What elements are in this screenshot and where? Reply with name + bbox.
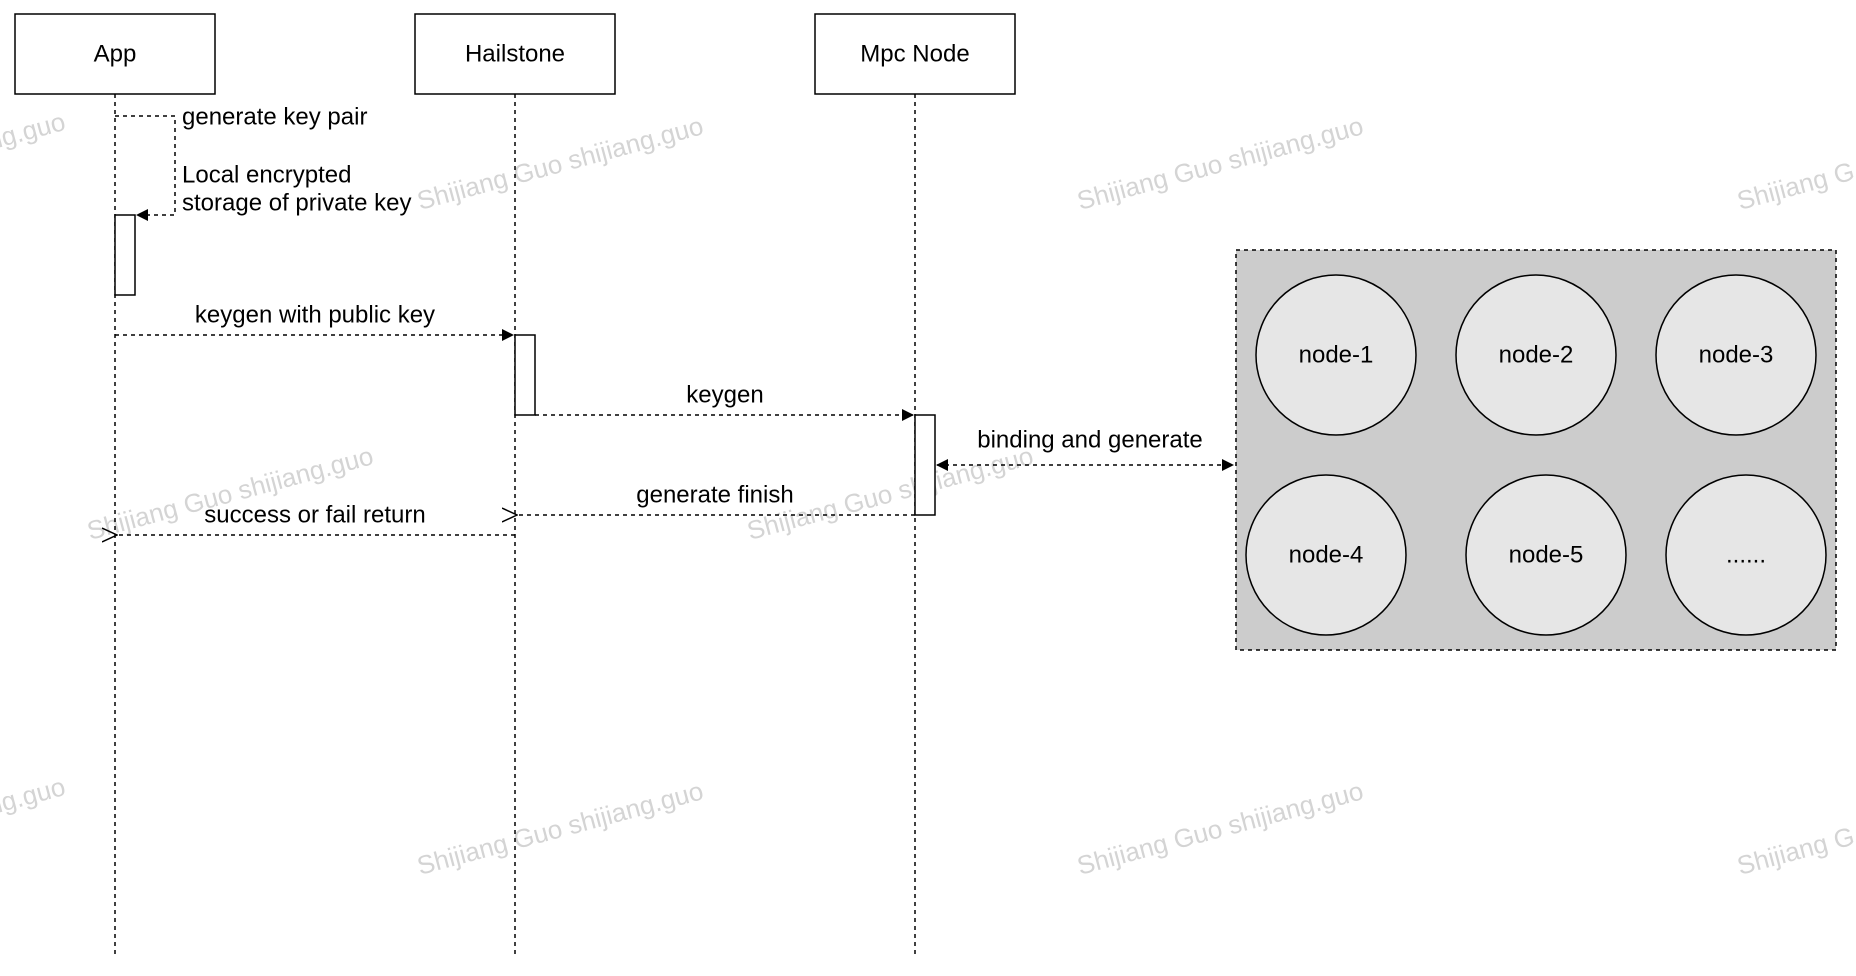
message-label: generate key pair — [182, 103, 367, 130]
watermark-text: Shijiang Guo shijiang.guo — [1074, 110, 1367, 215]
mpc-node-3[interactable]: node-3 — [1655, 274, 1817, 436]
activation-bar-hailstone — [514, 334, 536, 416]
watermark-text: Shijiang G — [1734, 156, 1856, 216]
message-label: keygen with public key — [195, 301, 435, 328]
mpc-node-5[interactable]: node-5 — [1465, 474, 1627, 636]
actor-label: Hailstone — [465, 41, 565, 68]
node-cluster: node-1 node-2 node-3 node-4 node-5 .....… — [1235, 249, 1837, 651]
watermark-text: Shijiang Guo shijiang.guo — [84, 440, 377, 545]
actor-hailstone[interactable]: Hailstone — [414, 13, 616, 95]
watermark-text: ng.guo — [0, 106, 68, 156]
actor-mpc-node[interactable]: Mpc Node — [814, 13, 1016, 95]
message-label: binding and generate — [977, 426, 1203, 453]
message-label: keygen — [686, 381, 763, 408]
watermark-text: ng.guo — [0, 771, 68, 821]
node-label: node-3 — [1699, 342, 1774, 369]
mpc-node-more[interactable]: ...... — [1665, 474, 1827, 636]
message-keygen-with-public-key[interactable]: keygen with public key — [115, 301, 514, 341]
activation-bar-mpc-node — [914, 414, 936, 516]
message-generate-key-pair[interactable]: generate key pair Local encrypted storag… — [115, 103, 411, 221]
watermark-text: Shijiang Guo shijiang.guo — [414, 110, 707, 215]
activation-bar-app — [114, 214, 136, 296]
node-label: node-2 — [1499, 342, 1574, 369]
message-label: Local encrypted — [182, 161, 351, 188]
actor-label: Mpc Node — [860, 41, 969, 68]
message-label: storage of private key — [182, 189, 411, 216]
mpc-node-4[interactable]: node-4 — [1245, 474, 1407, 636]
node-label: node-1 — [1299, 342, 1374, 369]
node-label: ...... — [1726, 542, 1766, 569]
watermark-text: Shijiang G — [1734, 821, 1856, 881]
node-label: node-5 — [1509, 542, 1584, 569]
watermark-text: Shijiang Guo shijiang.guo — [1074, 775, 1367, 880]
actor-app[interactable]: App — [14, 13, 216, 95]
message-keygen[interactable]: keygen — [535, 381, 914, 421]
message-generate-finish[interactable]: generate finish — [517, 481, 915, 515]
message-label: generate finish — [636, 481, 793, 508]
watermark-text: Shijiang Guo shijiang.guo — [414, 775, 707, 880]
node-label: node-4 — [1289, 542, 1364, 569]
message-success-or-fail-return[interactable]: success or fail return — [117, 501, 515, 535]
message-binding-and-generate[interactable]: binding and generate — [936, 426, 1234, 471]
message-label: success or fail return — [204, 501, 425, 528]
actor-label: App — [94, 41, 137, 68]
mpc-node-2[interactable]: node-2 — [1455, 274, 1617, 436]
self-message-arrow — [115, 115, 176, 221]
mpc-node-1[interactable]: node-1 — [1255, 274, 1417, 436]
